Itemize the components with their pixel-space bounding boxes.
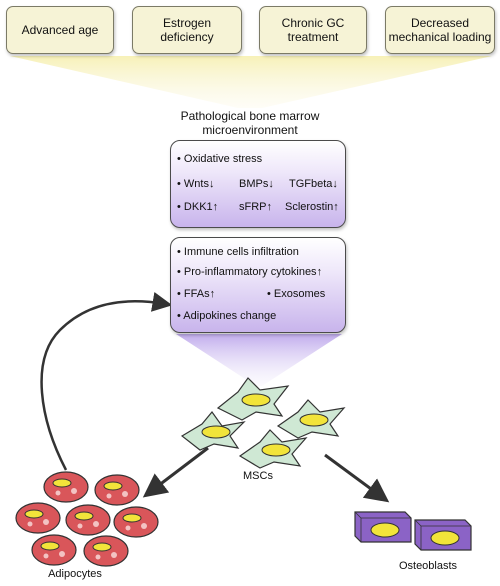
bmps-label: BMPs — [239, 178, 269, 190]
osteoblasts-label: Osteoblasts — [398, 560, 458, 572]
down-arrow-icon: ↓ — [208, 178, 215, 190]
msc-cell — [276, 399, 346, 439]
factor-box-decreased-mechanical-loading: Decreased mechanical loading — [385, 6, 495, 54]
arrow-to-adipocytes — [142, 446, 209, 498]
ffas-item: • FFAs↑ — [177, 288, 215, 301]
tgfbeta-label: TGFbeta — [289, 178, 333, 190]
up-arrow-icon: ↑ — [212, 201, 219, 213]
osteoblast-cell — [354, 511, 412, 543]
tgfbeta-item: TGFbeta↓ — [289, 178, 338, 191]
signaling-panel: • Oxidative stress • Wnts↓ BMPs↓ TGFbeta… — [170, 140, 346, 228]
sclerostin-label: Sclerostin — [285, 201, 334, 213]
oxidative-stress-item: • Oxidative stress — [177, 153, 263, 165]
sfrp-item: sFRP↑ — [239, 201, 272, 214]
up-arrow-icon: ↑ — [333, 201, 339, 213]
purple-funnel — [176, 334, 342, 386]
feedback-arrow — [40, 292, 173, 471]
msc-cell — [238, 429, 308, 469]
inflammation-panel: • Immune cells infiltration • Pro-inflam… — [170, 237, 346, 333]
down-arrow-icon: ↓ — [332, 178, 338, 190]
sclerostin-item: Sclerostin↑ — [285, 201, 339, 214]
msc-cell — [216, 377, 290, 421]
up-arrow-icon: ↑ — [316, 266, 323, 278]
bmps-item: BMPs↓ — [239, 178, 274, 191]
cytokines-label: • Pro-inflammatory cytokines — [177, 266, 317, 278]
adipocyte-cluster — [15, 471, 159, 567]
adipokines-item: • Adipokines change — [177, 310, 277, 322]
factor-box-chronic-gc-treatment: Chronic GC treatment — [259, 6, 367, 54]
immune-cells-item: • Immune cells infiltration — [177, 246, 299, 258]
dkk1-item: • DKK1↑ — [177, 201, 218, 214]
exosomes-item: • Exosomes — [267, 288, 326, 300]
wnts-label: • Wnts — [177, 178, 209, 190]
yellow-funnel — [10, 56, 492, 108]
sfrp-label: sFRP — [239, 201, 267, 213]
osteoblast-cell — [414, 519, 472, 551]
down-arrow-icon: ↓ — [268, 178, 274, 190]
wnts-item: • Wnts↓ — [177, 178, 214, 191]
msc-cell — [180, 411, 246, 451]
microenvironment-title: Pathological bone marrow microenvironmen… — [180, 109, 320, 137]
ffas-label: • FFAs — [177, 288, 210, 300]
dkk1-label: • DKK1 — [177, 201, 213, 213]
mscs-label: MSCs — [243, 470, 273, 482]
arrow-to-osteoblasts — [324, 453, 390, 503]
up-arrow-icon: ↑ — [209, 288, 216, 300]
up-arrow-icon: ↑ — [266, 201, 273, 213]
cytokines-item: • Pro-inflammatory cytokines↑ — [177, 266, 322, 279]
adipocytes-label: Adipocytes — [48, 568, 102, 580]
factor-box-estrogen-deficiency: Estrogen deficiency — [132, 6, 242, 54]
factor-box-advanced-age: Advanced age — [6, 6, 114, 54]
